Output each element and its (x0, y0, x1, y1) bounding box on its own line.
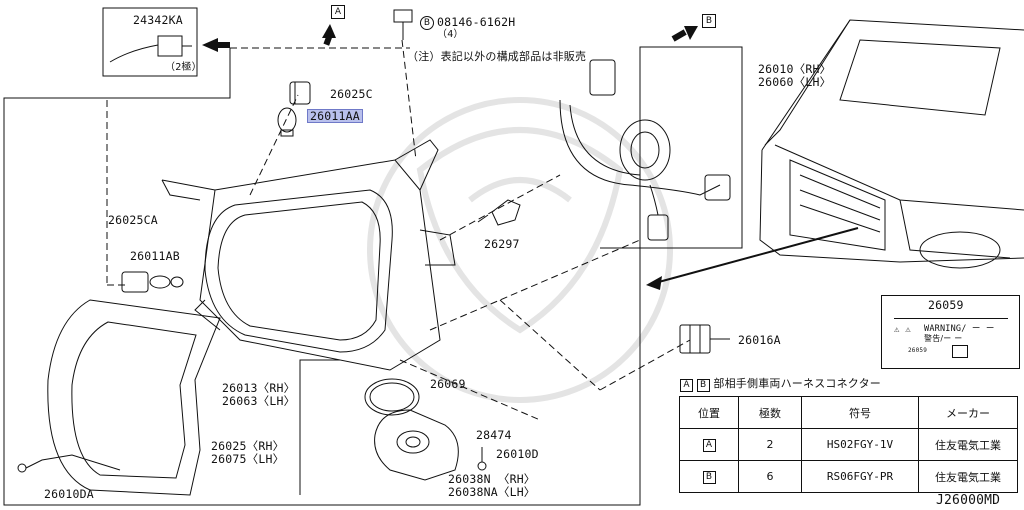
outline-box (3, 46, 743, 506)
label-26025C: 26025C (330, 87, 373, 101)
warning-panel: ⚠ ⚠ WARNING/ ー ー 警告/ー ー 26059 (894, 318, 1008, 359)
cell-code: RS06FGY-PR (801, 460, 919, 493)
marker-b-top: B (702, 14, 716, 28)
label-26010DA: 26010DA (44, 487, 94, 501)
inset-24342KA-box (102, 7, 198, 77)
warning-small-code: 26059 (908, 347, 928, 354)
label-26025: 26025〈RH〉 (211, 439, 285, 453)
cell-pos: A (679, 428, 739, 461)
connector-heading: A B 部相手側車両ハーネスコネクター (680, 378, 881, 392)
table-row: B 6 RS06FGY-PR 住友電気工業 (679, 460, 1018, 493)
table-row: A 2 HS02FGY-1V 住友電気工業 (679, 428, 1018, 461)
bulb-26011AA (277, 107, 297, 137)
screw-26010D (477, 447, 487, 471)
label-26025CA: 26025CA (108, 213, 158, 227)
socket-26025C (289, 81, 311, 105)
cell-poles: 2 (738, 428, 802, 461)
arrow-head-24342KA (202, 38, 218, 52)
col-maker: メーカー (918, 396, 1018, 429)
arrow-head-vehicle (646, 276, 662, 290)
label-26013: 26013〈RH〉 (222, 381, 296, 395)
label-26069: 26069 (430, 377, 466, 391)
book-icon (952, 345, 968, 358)
label-26010: 26010〈RH〉 (758, 62, 832, 76)
arrows (654, 227, 859, 284)
label-26010D: 26010D (496, 447, 539, 461)
cell-poles: 6 (738, 460, 802, 493)
col-position: 位置 (679, 396, 739, 429)
label-26038N: 26038N 〈RH〉 (448, 472, 536, 486)
label-24342KA-poles: （2極） (165, 62, 202, 73)
connector-24342KA (109, 35, 192, 63)
screw-26010DA (17, 454, 121, 473)
label-26297: 26297 (484, 237, 520, 251)
label-26011AA-highlight[interactable]: 26011AA (307, 109, 363, 123)
label-08146: 08146-6162H (437, 15, 516, 29)
connector-heading-text: 部相手側車両ハーネスコネクター (713, 377, 881, 390)
cell-code: HS02FGY-1V (801, 428, 919, 461)
label-26011AB: 26011AB (130, 249, 180, 263)
warning-triangles: ⚠ ⚠ (894, 325, 911, 335)
headlamp-housing (161, 139, 456, 371)
warning-line2: 警告/ー ー (924, 334, 963, 343)
ballast-26038N (374, 409, 459, 481)
lower-bracket (299, 359, 340, 495)
note-non-sale: （注）表記以外の構成部品は非販売 (407, 50, 587, 63)
label-26038NA: 26038NA〈LH〉 (448, 485, 536, 499)
vehicle-front (759, 19, 1024, 269)
table-header-row: 位置 極数 符号 メーカー (679, 396, 1018, 429)
pos-a-box: A (702, 439, 716, 452)
cell-maker: 住友電気工業 (918, 460, 1018, 493)
o-ring-26069 (364, 378, 420, 416)
label-24342KA: 24342KA (133, 13, 183, 27)
heading-a-box: A (680, 379, 693, 392)
marker-a-top: A (331, 5, 345, 19)
warning-label-26059: 26059 ⚠ ⚠ WARNING/ ー ー 警告/ー ー 26059 (881, 295, 1020, 369)
watermark-crest (367, 97, 673, 403)
socket-26025CA (121, 271, 184, 293)
bulb-26297 (477, 199, 521, 226)
col-poles: 極数 (738, 396, 802, 429)
label-26059: 26059 (928, 298, 964, 312)
cell-maker: 住友電気工業 (918, 428, 1018, 461)
dashed-leaders (106, 39, 691, 421)
cell-pos: B (679, 460, 739, 493)
marker-b-circle: B (420, 16, 434, 30)
label-26063: 26063〈LH〉 (222, 394, 296, 408)
headlamp-bezel (47, 299, 221, 496)
bolt-08146 (393, 9, 413, 40)
arrow-b-top (684, 26, 698, 40)
col-code: 符号 (801, 396, 919, 429)
label-08146-qty: （4） (437, 29, 464, 40)
connector-table: 位置 極数 符号 メーカー A 2 HS02FGY-1V 住友電気工業 B 6 … (679, 396, 1018, 493)
label-26060: 26060〈LH〉 (758, 75, 832, 89)
warning-line1: WARNING/ ー ー (924, 324, 995, 334)
connector-26016A (679, 324, 730, 354)
diagram-id: J26000MD (936, 493, 1001, 508)
heading-b-box: B (696, 379, 710, 392)
label-28474: 28474 (476, 428, 512, 442)
arrow-a-top (322, 24, 336, 38)
harness-26010 (559, 59, 731, 241)
label-26016A: 26016A (738, 333, 781, 347)
label-26075: 26075〈LH〉 (211, 452, 285, 466)
pos-b-box: B (702, 471, 716, 484)
